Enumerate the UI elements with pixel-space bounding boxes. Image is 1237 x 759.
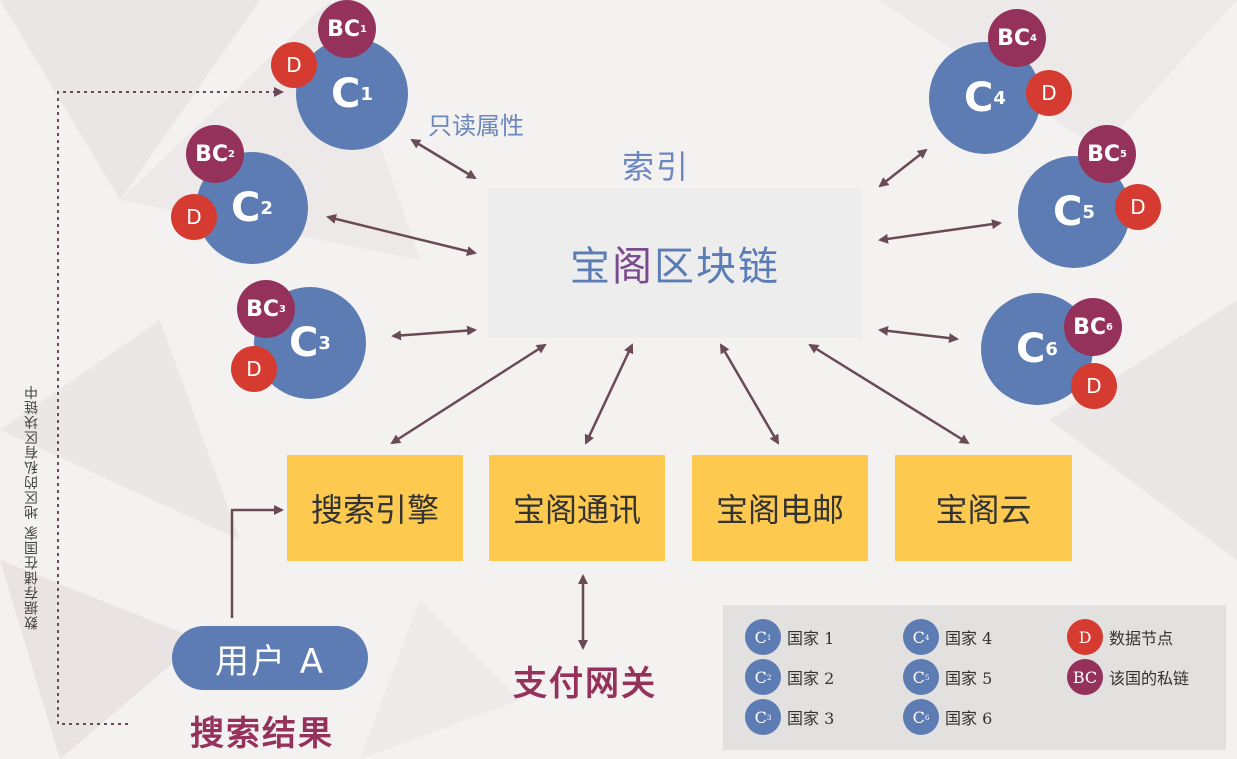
arrow-c5-hub [878, 219, 1002, 244]
legend-c3-label: 国家 3 [787, 709, 835, 728]
chain-bc4-sub: 4 [1030, 32, 1037, 44]
service-search-engine: 搜索引擎 [287, 455, 463, 561]
chain-bc2-sub: 2 [228, 148, 235, 160]
country-c2-sub: 2 [260, 197, 273, 219]
user-a: 用户 A [172, 626, 368, 690]
legend-c1-label: 国家 1 [787, 629, 835, 648]
data-node-c4: D [1026, 70, 1072, 116]
country-c5-name: C [1053, 189, 1083, 235]
payment-gateway-label: 支付网关 [513, 664, 657, 704]
arrow-user-search [230, 505, 284, 618]
country-c6-name: C [1016, 326, 1046, 372]
legend-c5-label: 国家 5 [945, 669, 993, 688]
legend-c1-sub: 1 [766, 632, 772, 642]
arrow-c3-hub [391, 325, 477, 341]
country-c2-name: C [231, 185, 261, 231]
country-c6-sub: 6 [1045, 338, 1058, 360]
service-messaging: 宝阁通讯 [489, 455, 665, 561]
data-node-c6: D [1071, 363, 1117, 409]
data-node-c1: D [271, 42, 317, 88]
arrow-c6-hub [878, 325, 959, 344]
legend-item-d: D 数据节点 [1067, 619, 1173, 655]
hub-title-part1: 宝 [570, 244, 612, 290]
arrow-hub-svc2 [584, 343, 634, 445]
chain-bc2-prefix: BC [195, 141, 229, 167]
chain-bc1-prefix: BC [327, 16, 361, 42]
country-c1-name: C [331, 71, 361, 117]
service-cloud: 宝阁云 [895, 455, 1072, 561]
chain-bc6-sub: 6 [1106, 321, 1113, 333]
legend-item-bc: BC 该国的私链 [1067, 659, 1189, 695]
legend-c4-sub: 4 [924, 632, 930, 642]
dotted-result-path [57, 87, 284, 725]
chain-bc5-prefix: BC [1087, 141, 1121, 167]
data-node-c3: D [231, 346, 277, 392]
legend-c4-label: 国家 4 [945, 629, 993, 648]
hub-title-part2: 阁 [612, 244, 654, 290]
data-node-c5: D [1115, 184, 1161, 230]
storage-note: 数据存储在国家 地区的私有区块链中 [24, 384, 40, 630]
country-c5-sub: 5 [1082, 201, 1095, 223]
legend-c2-sub: 2 [766, 672, 772, 682]
country-c4-sub: 4 [993, 87, 1006, 109]
chain-bc3-sub: 3 [279, 303, 286, 315]
legend-c2-label: 国家 2 [787, 669, 835, 688]
legend-c6-label: 国家 6 [945, 709, 993, 728]
legend-d-icon: D [1067, 619, 1103, 655]
legend-c3-sub: 3 [766, 712, 772, 722]
arrow-c1-hub [410, 138, 477, 180]
chain-bc3-prefix: BC [246, 296, 280, 322]
country-c4-name: C [964, 75, 994, 121]
legend-bc-icon: BC [1067, 659, 1103, 695]
country-c3-sub: 3 [318, 332, 331, 354]
arrow-hub-svc1 [390, 343, 547, 445]
search-result-label: 搜索结果 [190, 714, 334, 754]
chain-bc1-sub: 1 [360, 23, 367, 35]
hub-title-part3: 区块链 [654, 244, 780, 290]
arrow-hub-svc4 [808, 343, 970, 445]
service-email: 宝阁电邮 [692, 455, 868, 561]
index-label: 索引 [622, 148, 691, 186]
chain-bc6-prefix: BC [1073, 314, 1107, 340]
readonly-label: 只读属性 [428, 112, 524, 140]
data-node-c2: D [171, 194, 217, 240]
legend-d-label: 数据节点 [1109, 629, 1174, 648]
baoge-blockchain-hub: 宝阁区块链 [488, 188, 862, 338]
arrow-c4-hub [878, 148, 928, 188]
arrow-c2-hub [326, 214, 477, 256]
legend-c5-sub: 5 [924, 672, 930, 682]
chain-bc5-sub: 5 [1120, 148, 1127, 160]
country-c3-name: C [289, 320, 319, 366]
country-c1-sub: 1 [360, 83, 373, 105]
legend-bc-label: 该国的私链 [1109, 669, 1190, 688]
chain-bc4-prefix: BC [997, 25, 1031, 51]
legend-c6-sub: 6 [924, 712, 930, 722]
arrow-hub-svc3 [719, 343, 780, 445]
